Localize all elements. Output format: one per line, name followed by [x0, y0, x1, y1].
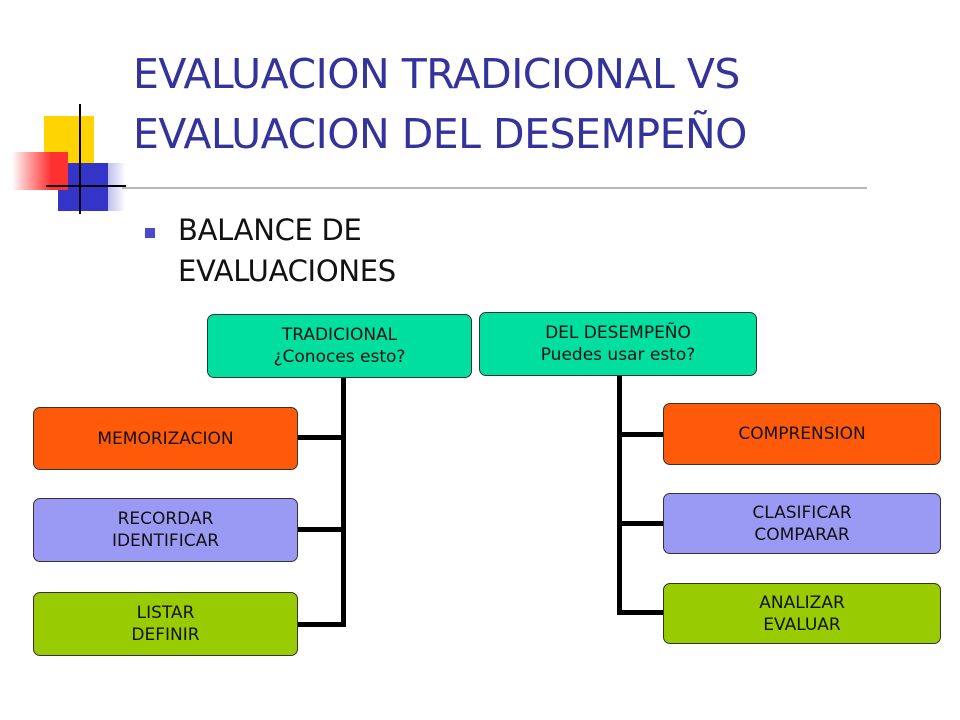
node-memorizacion: MEMORIZACION [33, 407, 298, 470]
node-label-line-2: DEFINIR [131, 625, 200, 645]
connector-right-branch-1 [617, 432, 664, 437]
connector-left-branch-1 [297, 435, 346, 440]
node-label-line-2: COMPARAR [754, 524, 850, 545]
node-label-line-1: MEMORIZACION [97, 428, 234, 449]
root-node-del-desempeno: DEL DESEMPEÑO Puedes usar esto? [479, 312, 757, 376]
node-analizar-evaluar: ANALIZAR EVALUAR [663, 583, 941, 644]
slide-title-line-2: EVALUACION DEL DESEMPEÑO [133, 110, 747, 158]
node-label-line-1: LISTAR [136, 603, 195, 623]
bullet-text-line-2: EVALUACIONES [178, 254, 396, 288]
node-label-line-1: RECORDAR [117, 509, 214, 529]
node-label-line-1: COMPRENSION [738, 424, 866, 444]
connector-left-branch-3 [297, 622, 346, 627]
root-node-label-line-2: ¿Conoces esto? [273, 347, 406, 367]
connector-left-branch-2 [297, 527, 346, 532]
connector-left-trunk [341, 377, 346, 627]
node-clasificar-comparar: CLASIFICAR COMPARAR [663, 493, 941, 554]
root-node-label-line-2: Puedes usar esto? [540, 345, 696, 365]
node-comprension: COMPRENSION [663, 403, 941, 465]
red-gradient-decoration [12, 152, 68, 190]
bullet-square-icon [145, 228, 155, 238]
node-label-line-2: EVALUAR [763, 614, 841, 635]
title-underline [122, 187, 867, 189]
root-node-label-line-1: TRADICIONAL [281, 325, 398, 345]
blue-fade-decoration [60, 163, 126, 211]
slide-title-line-1: EVALUACION TRADICIONAL VS [133, 50, 740, 98]
bullet-text-line-1: BALANCE DE [178, 213, 362, 247]
node-label-line-1: ANALIZAR [759, 592, 845, 613]
vertical-rule-decoration [79, 104, 81, 214]
connector-right-trunk [617, 375, 622, 615]
node-label-line-2: IDENTIFICAR [111, 531, 220, 551]
node-label-line-1: CLASIFICAR [752, 502, 852, 523]
root-node-tradicional: TRADICIONAL ¿Conoces esto? [207, 314, 472, 378]
node-recordar-identificar: RECORDAR IDENTIFICAR [33, 498, 298, 562]
root-node-label-line-1: DEL DESEMPEÑO [545, 323, 691, 343]
connector-right-branch-3 [617, 610, 664, 615]
node-listar-definir: LISTAR DEFINIR [33, 592, 298, 656]
short-rule-decoration [46, 185, 126, 187]
connector-right-branch-2 [617, 521, 664, 526]
